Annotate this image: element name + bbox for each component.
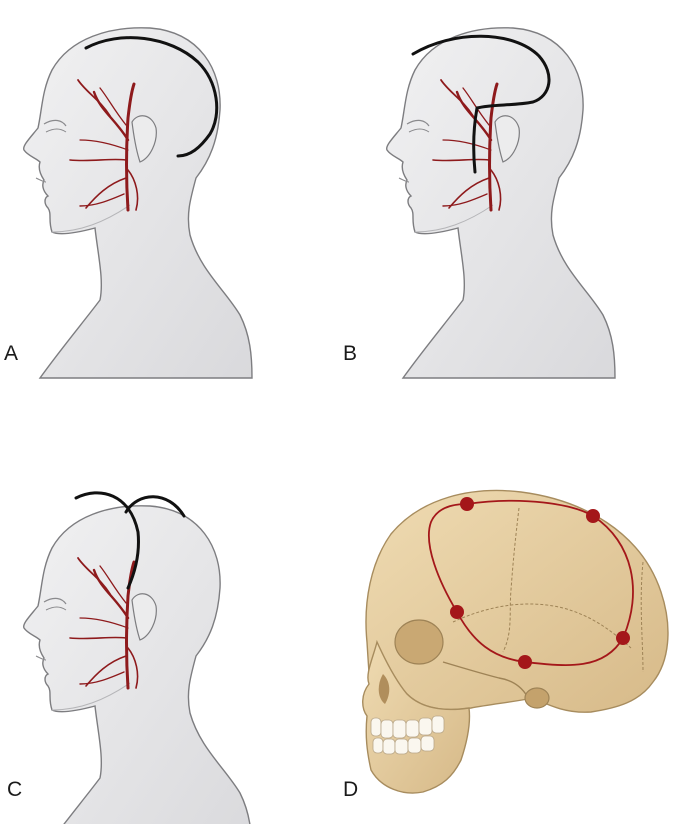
panel-letter-b: B xyxy=(343,342,358,365)
skull-ear-canal xyxy=(524,687,550,709)
incision-question-mark xyxy=(84,36,219,158)
incision-t-bar-branch xyxy=(124,495,186,518)
head-illustration-a xyxy=(22,27,253,379)
keypoint-pterion xyxy=(450,605,464,619)
head-illustration-b xyxy=(385,27,616,379)
head-illustration-c xyxy=(22,491,253,824)
panel-letter-d: D xyxy=(343,778,359,801)
skull-illustration xyxy=(362,489,669,794)
keypoint-asterion xyxy=(616,631,630,645)
incision-t-bar-arc xyxy=(74,491,140,590)
keypoint-vertex xyxy=(460,497,474,511)
incision-reverse-question-mark xyxy=(411,34,551,174)
skull-nasal xyxy=(378,674,390,704)
skull-squamosal-suture xyxy=(452,603,632,649)
panel-b: B xyxy=(343,0,685,412)
skull-zygoma xyxy=(442,661,528,697)
keypoint-parietal xyxy=(586,509,600,523)
skull-teeth xyxy=(370,715,445,755)
skull-orbit xyxy=(394,619,444,665)
panel-a: A xyxy=(0,0,342,412)
skull-lambdoid-suture xyxy=(640,561,644,673)
skull-face xyxy=(362,639,471,794)
panel-letter-c: C xyxy=(7,778,23,801)
panel-letter-a: A xyxy=(4,342,19,365)
panel-d: D xyxy=(343,412,685,824)
panel-c: C xyxy=(0,412,342,824)
keypoint-temporal xyxy=(518,655,532,669)
skull-coronal-suture xyxy=(502,507,520,653)
